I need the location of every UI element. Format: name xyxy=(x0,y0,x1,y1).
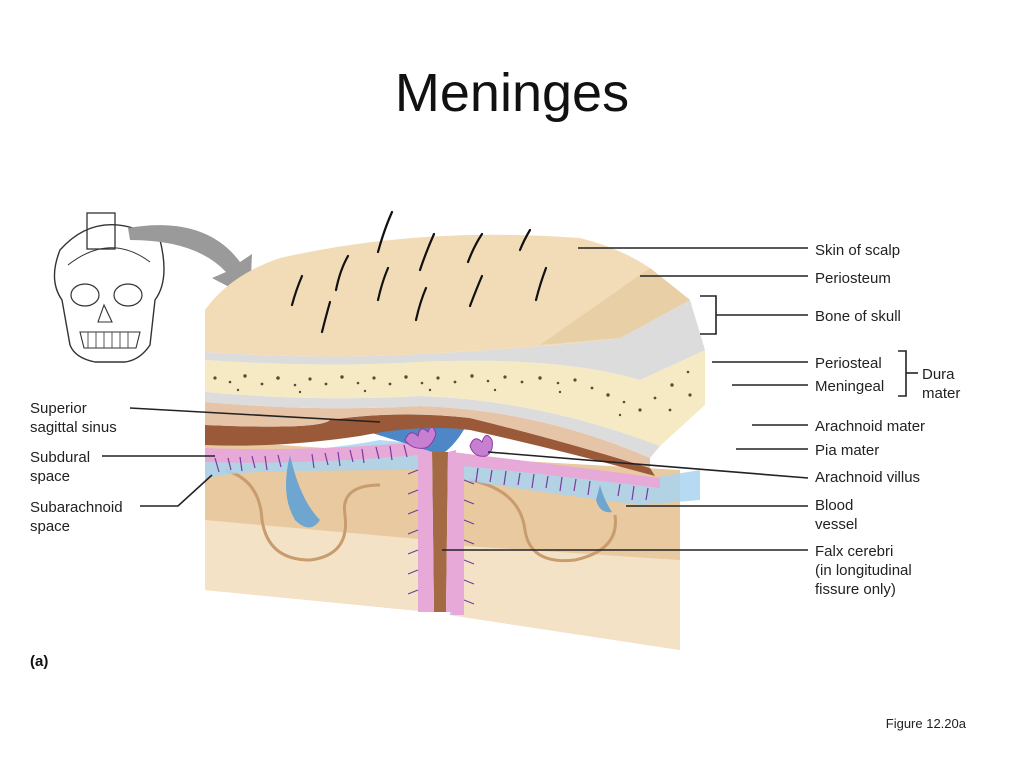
label-arachnoid-villus: Arachnoid villus xyxy=(815,469,920,486)
label-subdural-line1: Subdural xyxy=(30,449,90,466)
slide-title: Meninges xyxy=(394,63,630,123)
label-falx-line2: (in longitudinal xyxy=(815,562,912,579)
label-skin-of-scalp: Skin of scalp xyxy=(815,242,900,259)
bone-spongy-texture xyxy=(213,370,692,417)
pia-arachnoid-band xyxy=(205,442,428,612)
label-pia-mater: Pia mater xyxy=(815,442,879,459)
falx-cerebri xyxy=(432,452,448,612)
label-meningeal: Meningeal xyxy=(815,378,884,395)
label-arachnoid-mater: Arachnoid mater xyxy=(815,418,925,435)
label-bone-of-skull: Bone of skull xyxy=(815,308,901,325)
pointer-arrow xyxy=(128,225,252,298)
label-subarachnoid-line1: Subarachnoid xyxy=(30,499,123,516)
label-periosteum: Periosteum xyxy=(815,270,891,287)
label-subarachnoid-line2: space xyxy=(30,518,70,535)
periosteum-layer xyxy=(205,300,705,380)
label-periosteal: Periosteal xyxy=(815,355,882,372)
bone-of-skull xyxy=(205,350,705,446)
panel-label: (a) xyxy=(30,653,48,670)
label-falx-line3: fissure only) xyxy=(815,581,896,598)
skull-selection-box xyxy=(86,212,116,250)
label-blood-line1: Blood xyxy=(815,497,853,514)
leader-lines-right xyxy=(442,247,918,551)
skull-thumbnail xyxy=(53,212,165,363)
leader-lines-left xyxy=(102,407,381,507)
inner-periosteum xyxy=(205,392,660,458)
label-sinus-line2: sagittal sinus xyxy=(30,419,117,436)
label-dura-line1: Dura xyxy=(922,366,955,383)
label-subdural-line2: space xyxy=(30,468,70,485)
capillaries xyxy=(214,444,649,605)
hairs xyxy=(290,210,548,334)
dura-meningeal-layer xyxy=(205,414,655,476)
label-falx-line1: Falx cerebri xyxy=(815,543,893,560)
label-dura-line2: mater xyxy=(922,385,960,402)
figure-caption: Figure 12.20a xyxy=(885,716,966,731)
tissue-block xyxy=(205,210,705,650)
arachnoid-villus-right xyxy=(469,435,493,457)
label-sinus-line1: Superior xyxy=(30,400,87,417)
label-blood-line2: vessel xyxy=(815,516,858,533)
